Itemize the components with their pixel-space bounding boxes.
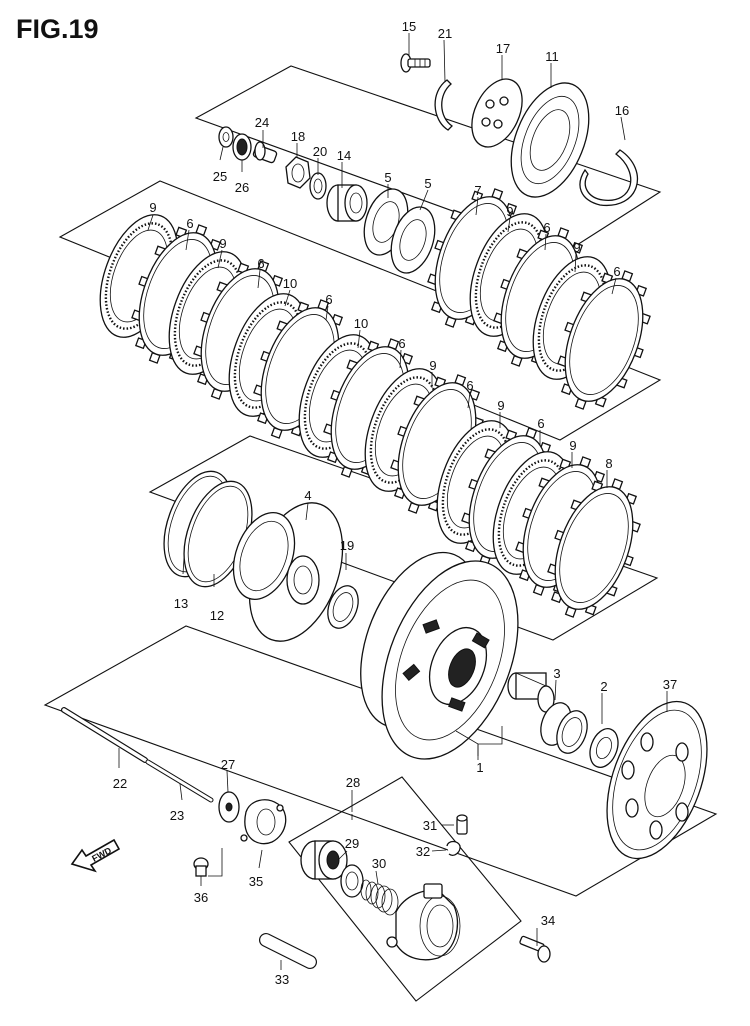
pushrod-piece-24 bbox=[252, 141, 278, 164]
callout-c29: 29 bbox=[345, 836, 359, 851]
callout-c28: 28 bbox=[346, 775, 360, 790]
callout-c26: 26 bbox=[235, 180, 249, 195]
washer-19 bbox=[327, 585, 359, 629]
callout-c30: 30 bbox=[372, 856, 386, 871]
callout-c6d: 6 bbox=[398, 336, 405, 351]
callout-c18: 18 bbox=[291, 129, 305, 144]
callout-c19: 19 bbox=[340, 538, 354, 553]
piston-seal-29 bbox=[340, 864, 364, 898]
callout-c2: 2 bbox=[600, 679, 607, 694]
cap-32 bbox=[446, 840, 461, 856]
release-cylinder-body bbox=[386, 883, 461, 961]
callout-c8: 8 bbox=[605, 456, 612, 471]
callout-c23: 23 bbox=[170, 808, 184, 823]
callout-c9d: 9 bbox=[506, 204, 513, 219]
callout-c6h: 6 bbox=[537, 416, 544, 431]
spacer-2 bbox=[589, 728, 619, 768]
spring-seat-14 bbox=[326, 184, 368, 222]
drive-plate-15 bbox=[557, 270, 651, 410]
callout-c27: 27 bbox=[221, 757, 235, 772]
callout-c20: 20 bbox=[313, 144, 327, 159]
callout-c6a: 6 bbox=[186, 216, 193, 231]
callout-c14: 14 bbox=[337, 148, 351, 163]
callout-c9f: 9 bbox=[497, 398, 504, 413]
callout-c25: 25 bbox=[213, 169, 227, 184]
callout-c10a: 10 bbox=[283, 276, 297, 291]
callout-c4: 4 bbox=[304, 488, 311, 503]
callout-c24: 24 bbox=[255, 115, 269, 130]
callout-c3: 3 bbox=[553, 666, 560, 681]
clutch-hub-group bbox=[163, 470, 708, 860]
needle-bearing-3 bbox=[540, 702, 588, 754]
callout-c6f: 6 bbox=[543, 220, 550, 235]
washer-20 bbox=[309, 172, 327, 200]
callout-c9a: 9 bbox=[149, 200, 156, 215]
bolt-36 bbox=[193, 857, 209, 877]
piston-29 bbox=[300, 840, 348, 880]
frame-pressure-plate-group bbox=[194, 65, 662, 253]
bolt-15 bbox=[400, 53, 431, 73]
callout-c32: 32 bbox=[416, 844, 430, 859]
callout-c13: 13 bbox=[174, 596, 188, 611]
washer-25 bbox=[218, 126, 234, 148]
callout-c5b: 5 bbox=[424, 176, 431, 191]
callout-c21: 21 bbox=[438, 26, 452, 41]
callout-c12: 12 bbox=[210, 608, 224, 623]
callout-c17: 17 bbox=[496, 41, 510, 56]
bearing-26 bbox=[232, 133, 252, 161]
callout-c31: 31 bbox=[423, 818, 437, 833]
callout-c34: 34 bbox=[541, 913, 555, 928]
sleeve-hub-4 bbox=[232, 502, 344, 642]
bolt-34 bbox=[519, 935, 551, 963]
bleeder-valve-31 bbox=[456, 814, 468, 835]
fwd-arrow-icon: FWD bbox=[70, 838, 121, 873]
spacer-sleeve bbox=[507, 672, 555, 713]
callout-c9g: 9 bbox=[569, 438, 576, 453]
callout-c9c: 9 bbox=[429, 358, 436, 373]
callout-c35: 35 bbox=[249, 874, 263, 889]
callout-c6b: 6 bbox=[257, 256, 264, 271]
callout-c6e: 6 bbox=[466, 378, 473, 393]
snap-ring-16 bbox=[579, 149, 638, 206]
leader-lines bbox=[118, 33, 668, 970]
figure-title: FIG.19 bbox=[16, 14, 99, 44]
circlip-21 bbox=[434, 79, 454, 131]
clutch-housing-1 bbox=[360, 551, 519, 760]
callout-c10b: 10 bbox=[354, 316, 368, 331]
cover-35 bbox=[240, 799, 287, 845]
nut-18 bbox=[285, 156, 311, 189]
callout-c9b: 9 bbox=[219, 236, 226, 251]
callout-c7: 7 bbox=[474, 183, 481, 198]
callout-c16: 16 bbox=[615, 103, 629, 118]
callout-c36: 36 bbox=[194, 890, 208, 905]
callout-c15: 15 bbox=[402, 19, 416, 34]
gear-37 bbox=[606, 700, 708, 860]
callout-c11: 11 bbox=[545, 49, 559, 64]
lifter-plate-17 bbox=[471, 78, 523, 148]
callout-c9e: 9 bbox=[573, 240, 580, 255]
frame-release-cylinder bbox=[288, 776, 522, 1002]
dowel-pin-33 bbox=[259, 933, 317, 969]
callout-c6g: 6 bbox=[613, 264, 620, 279]
callout-c33: 33 bbox=[275, 972, 289, 987]
drive-plate-20 bbox=[547, 478, 641, 618]
frame-clutch-housing bbox=[43, 625, 718, 897]
callout-c5a: 5 bbox=[384, 170, 391, 185]
callout-c1: 1 bbox=[476, 760, 483, 775]
callout-c37: 37 bbox=[663, 677, 677, 692]
callout-c6c: 6 bbox=[325, 292, 332, 307]
pressure-plate-group bbox=[218, 53, 638, 274]
clutch-plate-stack bbox=[99, 188, 651, 618]
callout-c22: 22 bbox=[113, 776, 127, 791]
pressure-plate-11 bbox=[510, 82, 590, 198]
spring-30 bbox=[360, 879, 399, 916]
release-group bbox=[61, 707, 551, 969]
